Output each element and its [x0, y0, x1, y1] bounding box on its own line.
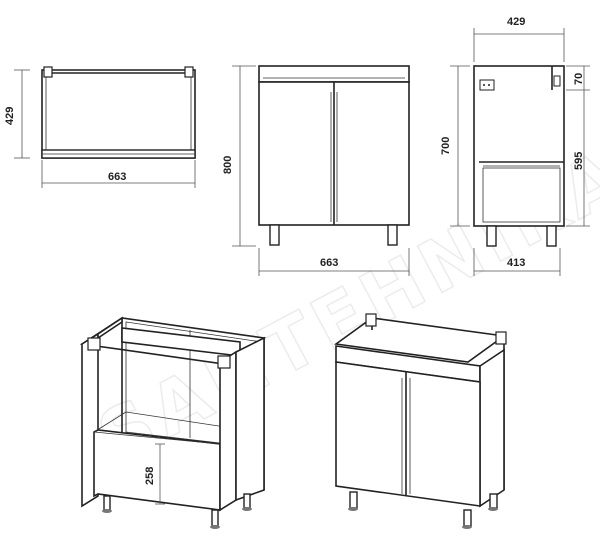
- side-inner-height-label: 595: [573, 152, 585, 170]
- front-width-label: 663: [320, 257, 338, 269]
- top-width-label: 663: [108, 171, 126, 183]
- side-bottom-depth-label: 413: [507, 257, 525, 269]
- side-view: 429 700 70 595 413: [440, 16, 590, 276]
- open-view: 258: [79, 316, 267, 529]
- front-view: 800 663: [222, 65, 410, 276]
- top-depth-label: 429: [4, 107, 16, 125]
- side-height-label: 700: [440, 137, 452, 155]
- drawer-height-label: 258: [144, 467, 156, 485]
- front-height-label: 800: [222, 156, 234, 174]
- top-view: 429 663: [4, 66, 196, 188]
- closed-view: [333, 313, 507, 529]
- side-top-depth-label: 429: [507, 16, 525, 28]
- side-top-section-label: 70: [573, 73, 585, 85]
